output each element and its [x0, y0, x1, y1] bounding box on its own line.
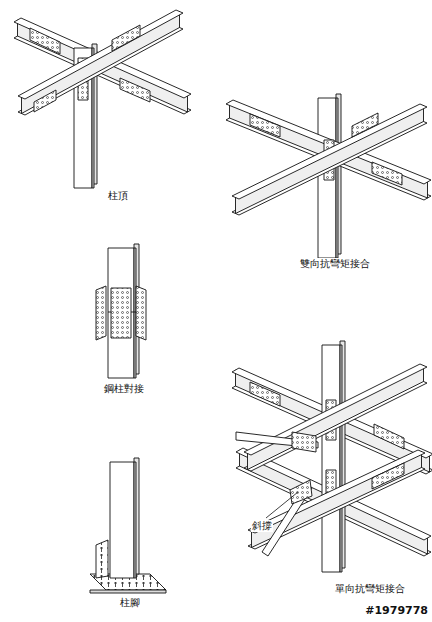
bolted-plate: [111, 288, 131, 338]
caption-label: 雙向抗彎矩接合: [299, 258, 371, 270]
bolted-plate: [250, 114, 280, 137]
column-front-flange: [110, 462, 134, 578]
bolted-plate: [292, 432, 316, 452]
bolted-plate: [34, 90, 56, 112]
bolted-plate: [352, 113, 378, 137]
beam-top-flange: [18, 10, 183, 99]
column-front-flange: [318, 98, 336, 258]
bolted-plate: [136, 286, 146, 340]
column-flange-edge: [340, 345, 342, 572]
caption-label: 柱腳: [119, 597, 141, 609]
caption-label: 鋼柱對接: [103, 383, 145, 395]
anchor-bolts: [96, 540, 108, 578]
column-flange-edge: [134, 462, 136, 578]
column-flange-edge: [336, 98, 338, 258]
leader-line: [266, 492, 298, 518]
caption-label: 單向抗彎矩接合: [334, 583, 406, 595]
bolted-plate: [290, 480, 312, 504]
caption-label: 斜撐: [251, 520, 273, 532]
watermark: #1979778: [364, 604, 429, 617]
bolted-plate: [120, 78, 150, 102]
column-front-flange: [108, 248, 134, 378]
bolted-plate: [96, 286, 106, 340]
bolted-plate: [372, 463, 404, 489]
column-front-flange: [322, 345, 340, 572]
beam-top-flange: [248, 450, 425, 533]
caption-label: 柱頂: [107, 190, 129, 202]
base-plate-edge: [90, 590, 166, 593]
beam-top-flange: [232, 104, 427, 199]
bolted-plate: [374, 424, 404, 449]
bolted-plate: [250, 382, 280, 406]
bolted-plate: [372, 162, 402, 185]
bolted-plate: [30, 28, 60, 54]
bolted-plate: [112, 25, 140, 51]
